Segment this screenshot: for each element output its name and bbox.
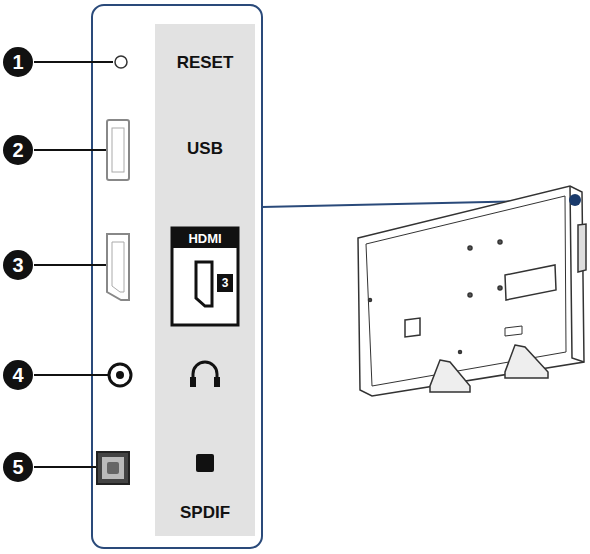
spdif-port xyxy=(97,452,129,484)
callout-circle: 2 xyxy=(3,135,33,165)
hdmi-icon-port xyxy=(196,262,212,306)
leader-lines xyxy=(34,62,113,467)
callout-number: 5 xyxy=(12,457,23,477)
port-name: USB xyxy=(187,140,223,157)
spdif-icon xyxy=(196,454,214,472)
port-name: SPDIF xyxy=(180,504,230,521)
callout-number: 3 xyxy=(12,255,23,275)
headphone-jack xyxy=(109,364,131,386)
location-dot xyxy=(569,194,581,206)
reset-hole xyxy=(115,56,127,68)
panel-outline xyxy=(92,5,262,548)
usb-port-inner xyxy=(112,128,124,172)
tv-rear-illustration xyxy=(358,186,586,396)
spdif-port-hole xyxy=(107,462,119,474)
port-number: 3 xyxy=(222,277,229,289)
callout-circle: 5 xyxy=(3,452,33,482)
callout-circle: 1 xyxy=(3,47,33,77)
usb-port xyxy=(107,120,129,180)
callout-number: 4 xyxy=(12,365,23,385)
callout-circle: 4 xyxy=(3,360,33,390)
hdmi-port-inner xyxy=(112,242,124,292)
label-band xyxy=(155,24,255,536)
callout-number: 2 xyxy=(12,140,23,160)
hdmi-port xyxy=(107,234,129,300)
headphone-jack-hole xyxy=(116,371,124,379)
hdmi-logo-band xyxy=(172,228,238,248)
spdif-port-face xyxy=(102,457,124,479)
callout-number: 1 xyxy=(12,52,23,72)
hdmi-number-box xyxy=(217,274,233,292)
hdmi-icon-box xyxy=(172,228,238,325)
callout-circle: 3 xyxy=(3,250,33,280)
port-name: RESET xyxy=(177,54,234,71)
headphone-icon xyxy=(190,362,220,387)
hdmi-logo-text: HDMI xyxy=(188,232,221,245)
